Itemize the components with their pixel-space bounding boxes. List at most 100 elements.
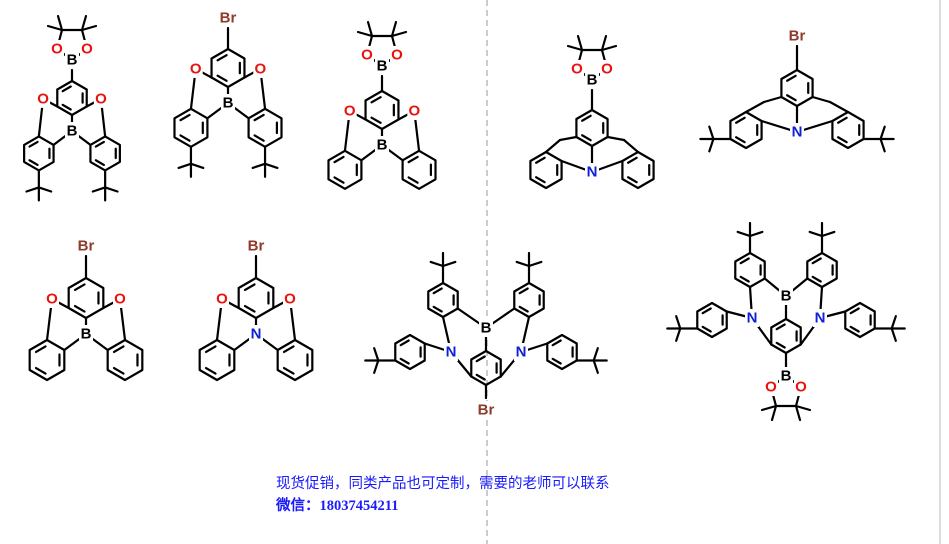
tbutyl-methyl — [592, 347, 599, 362]
double-bond — [535, 156, 546, 164]
double-bond — [518, 305, 529, 313]
atom-backing — [764, 378, 778, 396]
tbutyl-methyl — [708, 125, 715, 141]
double-bond — [253, 134, 265, 142]
bond — [606, 135, 626, 142]
atom-backing — [779, 367, 793, 385]
tbutyl-methyl — [515, 260, 531, 268]
methyl — [390, 20, 398, 38]
atom-backing — [283, 290, 297, 308]
atom-backing — [585, 163, 599, 181]
double-bond — [34, 366, 47, 375]
double-bond — [407, 155, 419, 164]
atom-backing — [375, 136, 389, 154]
double-bond — [28, 140, 39, 148]
oxygen-atom: O — [391, 47, 403, 64]
double-bond — [243, 304, 256, 313]
atom-backing — [514, 343, 528, 361]
double-bond — [581, 114, 592, 122]
double-bond — [475, 355, 486, 363]
double-bond — [432, 287, 443, 295]
atom-backing — [794, 378, 808, 396]
tbutyl-methyl — [373, 359, 380, 374]
tbutyl-methyl — [25, 186, 40, 193]
double-bond — [739, 257, 750, 265]
double-bond — [253, 113, 265, 122]
atom-backing — [375, 57, 389, 75]
double-bond — [179, 134, 191, 142]
double-bond — [627, 176, 638, 184]
double-bond — [204, 345, 217, 354]
atom-backing — [790, 123, 804, 141]
double-bond — [775, 341, 786, 349]
bromine-atom: Br — [220, 10, 237, 27]
double-bond — [849, 325, 860, 333]
double-bond — [370, 96, 382, 104]
tbutyl-methyl — [177, 162, 193, 169]
bond — [622, 138, 640, 154]
methyl — [46, 24, 64, 32]
boron-atom: B — [781, 368, 792, 385]
oxygen-atom: O — [51, 41, 63, 58]
double-bond — [112, 345, 125, 354]
tbutyl-methyl — [879, 137, 886, 153]
methyl — [600, 44, 618, 52]
oxygen-atom: O — [344, 102, 356, 119]
oxygen-atom: O — [361, 47, 373, 64]
atom-backing — [342, 101, 357, 120]
double-bond — [73, 283, 86, 292]
atom-backing — [479, 319, 493, 337]
double-bond — [475, 373, 486, 381]
oxygen-atom: O — [795, 379, 807, 396]
double-bond — [535, 176, 546, 184]
atom-backing — [65, 122, 79, 140]
methyl — [760, 404, 778, 412]
bond — [544, 138, 562, 154]
tbutyl-methyl — [104, 186, 119, 193]
section-divider — [486, 0, 941, 544]
double-bond — [216, 54, 228, 62]
double-bond — [739, 275, 750, 283]
nitrogen-atom: N — [516, 344, 527, 361]
atom-backing — [745, 309, 759, 327]
nitrogen-atom: N — [251, 326, 262, 343]
methyl — [80, 14, 88, 32]
atom-backing — [75, 237, 97, 255]
atom-backing — [249, 325, 263, 343]
methyl — [600, 34, 608, 52]
atom-backing — [786, 27, 808, 45]
nitrogen-atom: N — [446, 344, 457, 361]
promo-caption: 现货促销，同类产品也可定制，需要的老师可以联系 — [276, 476, 610, 492]
atom-backing — [50, 40, 64, 58]
atom-backing — [215, 290, 229, 308]
atom-backing — [79, 325, 93, 343]
bromine-atom: Br — [478, 402, 495, 419]
atom-backing — [217, 9, 239, 27]
methyl — [794, 404, 802, 422]
boron-atom: B — [81, 326, 92, 343]
boron-atom: B — [223, 95, 234, 112]
double-bond — [551, 357, 562, 365]
double-bond — [407, 176, 419, 184]
bond — [811, 95, 832, 104]
methyl — [80, 24, 98, 32]
bromine-atom: Br — [248, 238, 265, 255]
atom-backing — [113, 290, 127, 308]
bromine-atom: Br — [78, 238, 95, 255]
oxygen-atom: O — [408, 102, 420, 119]
double-bond — [837, 116, 848, 124]
methyl — [366, 20, 374, 38]
wechat-label: 微信： — [276, 497, 320, 514]
atom-backing — [585, 71, 599, 89]
nitrogen-atom: N — [747, 310, 758, 327]
bond — [828, 100, 850, 114]
double-bond — [701, 325, 712, 333]
tbutyl-methyl — [736, 230, 752, 238]
double-bond — [282, 366, 295, 375]
